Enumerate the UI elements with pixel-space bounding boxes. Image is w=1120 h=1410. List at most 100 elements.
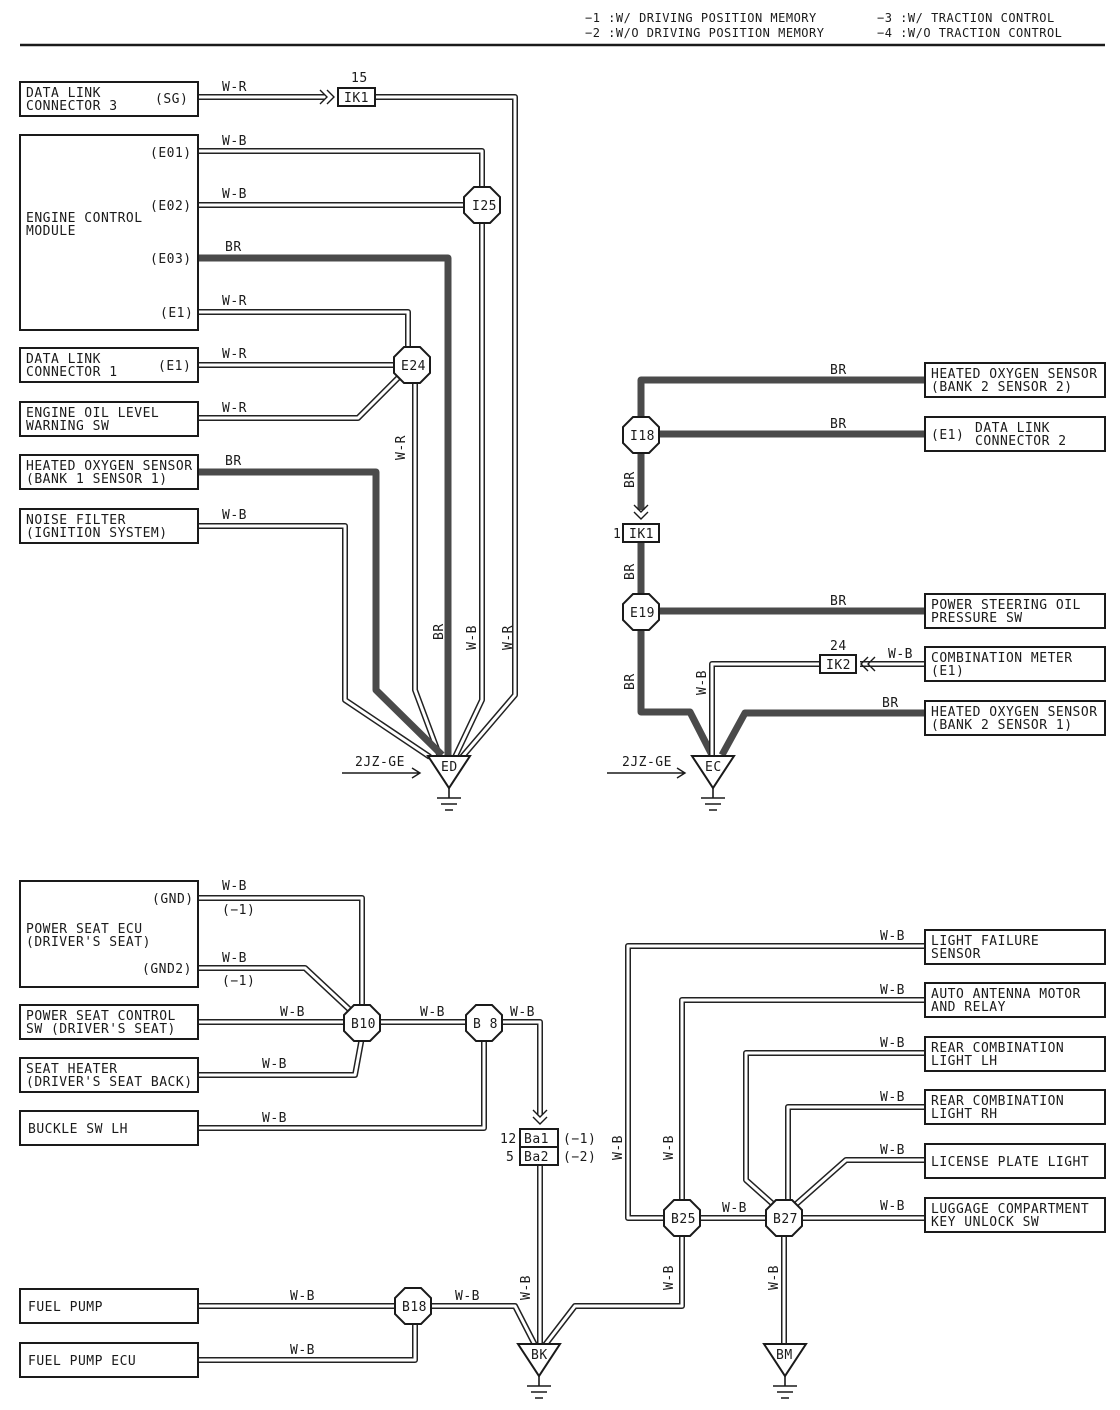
wire-label: W-B [280, 1005, 305, 1020]
junction-label: B 8 [473, 1017, 498, 1032]
pin-label: (E03) [150, 252, 192, 267]
component-label: REAR COMBINATION [931, 1094, 1064, 1109]
junction-label: B25 [671, 1212, 696, 1227]
wire-label: W-B [222, 879, 247, 894]
wire-label: W-B [662, 1135, 677, 1160]
component-label: SEAT HEATER [26, 1062, 118, 1077]
component-label: (BANK 1 SENSOR 1) [26, 472, 168, 487]
component-label: CONNECTOR 3 [26, 99, 118, 114]
wire-label: W-B [222, 508, 247, 523]
component-label: AUTO ANTENNA MOTOR [931, 987, 1081, 1002]
junction-i25: I25 [463, 186, 501, 224]
connector-label: IK1 [629, 527, 654, 542]
wire-label: W-B [455, 1289, 480, 1304]
pin-label: (SG) [155, 92, 188, 107]
connector-pin: 5 [506, 1150, 514, 1165]
component-buckle-sw-lh: BUCKLE SW LH [19, 1110, 199, 1146]
component-label: DATA LINK [26, 86, 101, 101]
connector-note: (−1) [563, 1132, 596, 1147]
junction-b25: B25 [663, 1199, 701, 1237]
component-luggage-compartment-key-unlock-sw: LUGGAGE COMPARTMENT KEY UNLOCK SW [924, 1197, 1106, 1233]
ground-ed: ED 2JZ-GE [342, 755, 472, 811]
engine-label: 2JZ-GE [355, 755, 405, 770]
component-auto-antenna-motor: AUTO ANTENNA MOTOR AND RELAY [924, 982, 1106, 1018]
wire-label: W-B [880, 929, 905, 944]
connector-label: Ba2 [524, 1150, 549, 1165]
component-label: SENSOR [931, 947, 981, 962]
component-label: (IGNITION SYSTEM) [26, 526, 168, 541]
component-label: AND RELAY [931, 1000, 1006, 1015]
component-combination-meter: COMBINATION METER (E1) [924, 646, 1106, 682]
component-label: LICENSE PLATE LIGHT [931, 1155, 1089, 1170]
wire-label: W-B [420, 1005, 445, 1020]
junction-b8: B 8 [465, 1004, 503, 1042]
component-label: FUEL PUMP [28, 1300, 103, 1315]
wire-label: W-B [611, 1135, 626, 1160]
component-label: FUEL PUMP ECU [28, 1354, 136, 1369]
connector-label: IK2 [826, 658, 851, 673]
component-rear-combination-light-lh: REAR COMBINATION LIGHT LH [924, 1036, 1106, 1072]
pin-label: (E01) [150, 146, 192, 161]
wire-label: W-B [510, 1005, 535, 1020]
pin-label: (E1) [158, 359, 191, 374]
wire-label: W-B [262, 1057, 287, 1072]
wire-label: BR [830, 363, 847, 378]
component-power-steering-oil-pressure-sw: POWER STEERING OIL PRESSURE SW [924, 593, 1106, 629]
ed-wires [198, 94, 518, 760]
junction-label: I18 [630, 429, 655, 444]
wire-label: BR [882, 696, 899, 711]
variant-note: (−1) [222, 903, 255, 918]
wire-label: W-B [662, 1265, 677, 1290]
ground-label: BK [531, 1348, 548, 1363]
connector-label: Ba1 [524, 1132, 549, 1147]
component-fuel-pump: FUEL PUMP [19, 1288, 199, 1324]
component-data-link-connector-2: (E1) DATA LINK CONNECTOR 2 [924, 416, 1106, 452]
component-label: ENGINE OIL LEVEL [26, 406, 159, 421]
junction-b27: B27 [765, 1199, 803, 1237]
wire-label: BR [432, 623, 447, 640]
connector-ik1-top: IK1 15 [319, 71, 376, 107]
component-label: REAR COMBINATION [931, 1041, 1064, 1056]
wire-label: BR [623, 673, 638, 690]
pin-label: (GND2) [142, 962, 192, 977]
variant-note: (−1) [222, 974, 255, 989]
component-light-failure-sensor: LIGHT FAILURE SENSOR [924, 929, 1106, 965]
wire-label: W-B [222, 951, 247, 966]
wire-label: W-B [222, 134, 247, 149]
wire-label: W-B [465, 625, 480, 650]
wire-label: W-B [722, 1201, 747, 1216]
wire-label: W-B [880, 1090, 905, 1105]
component-label: COMBINATION METER [931, 651, 1073, 666]
wire-label: W-R [394, 435, 409, 460]
component-label: POWER STEERING OIL [931, 598, 1081, 613]
junction-e24: E24 [393, 346, 431, 384]
component-label: MODULE [26, 224, 76, 239]
component-license-plate-light: LICENSE PLATE LIGHT [924, 1143, 1106, 1179]
component-label: HEATED OXYGEN SENSOR [931, 705, 1098, 720]
component-label: DATA LINK [975, 421, 1050, 436]
ec-wires [637, 376, 928, 757]
junction-label: B27 [773, 1212, 798, 1227]
component-label: WARNING SW [26, 419, 109, 434]
junction-label: B10 [351, 1017, 376, 1032]
component-label: LIGHT FAILURE [931, 934, 1039, 949]
wire-label: W-B [888, 647, 913, 662]
legend-3: −3 :W/ TRACTION CONTROL [877, 11, 1055, 25]
ground-ec: EC 2JZ-GE [607, 755, 736, 811]
bk-wires [198, 895, 928, 1363]
ground-label: EC [705, 760, 722, 775]
component-seat-heater: SEAT HEATER (DRIVER'S SEAT BACK) [19, 1057, 199, 1093]
wire-label: BR [225, 454, 242, 469]
component-label: CONNECTOR 2 [975, 434, 1067, 449]
connector-label: IK1 [344, 91, 369, 106]
component-label: POWER SEAT ECU [26, 922, 143, 937]
connector-pin: 12 [500, 1132, 517, 1147]
ground-label: BM [776, 1348, 793, 1363]
component-label: PRESSURE SW [931, 611, 1023, 626]
engine-label: 2JZ-GE [622, 755, 672, 770]
component-label: LIGHT LH [931, 1054, 998, 1069]
component-label: (E1) [931, 664, 964, 679]
junction-b10: B10 [343, 1004, 381, 1042]
wire-label: W-R [222, 80, 247, 95]
wire-label: W-R [222, 294, 247, 309]
